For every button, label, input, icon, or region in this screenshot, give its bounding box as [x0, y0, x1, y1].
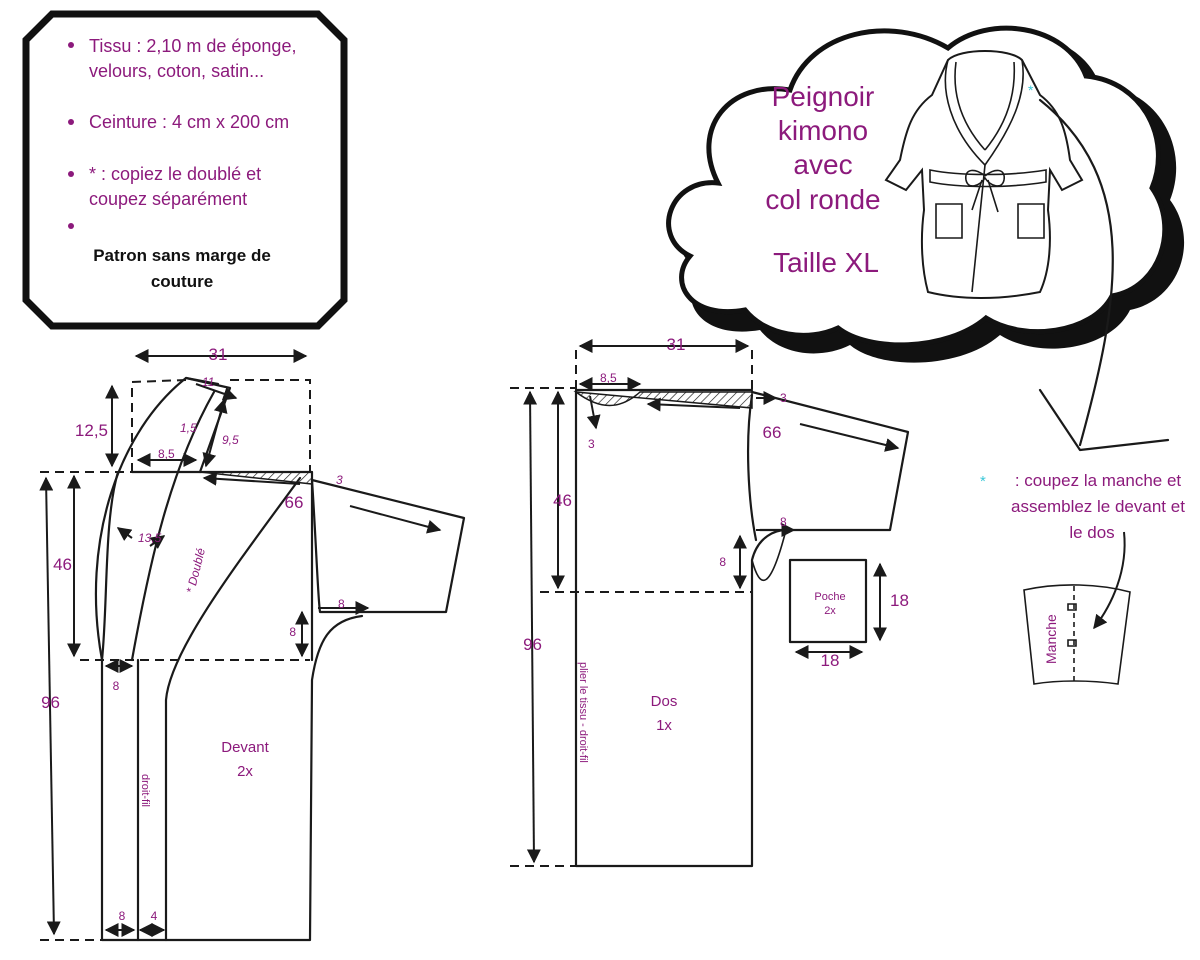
- sleeve-diagram: Manche: [1023, 584, 1131, 685]
- accent-star: *: [980, 473, 986, 490]
- doubled-label: * Doublé: [183, 546, 208, 594]
- cloud-title-line: kimono: [778, 115, 868, 146]
- back-pattern: 31 8,5 3 3 66 46 96 8 8 Dos 1x plier le …: [510, 335, 910, 868]
- dim-label: 18: [821, 651, 840, 670]
- piece-count: 2x: [237, 763, 253, 780]
- cloud-title-line: avec: [793, 149, 852, 180]
- dim-label: 4: [151, 909, 158, 923]
- info-item: Ceinture : 4 cm x 200 cm: [89, 112, 289, 132]
- front-pattern: 31 12,5 11 1,5 9,5 8,5 3 66 13,5 46 96 8…: [39, 345, 466, 942]
- piece-count: 1x: [656, 717, 672, 734]
- piece-count: 2x: [824, 605, 836, 617]
- fold-label: plier le tissu - droit-fil: [577, 662, 589, 763]
- title-cloud: Peignoir kimono avec col ronde Taille XL…: [666, 25, 1185, 363]
- sleeve-label: Manche: [1043, 614, 1059, 664]
- dim-label: 3: [588, 437, 595, 451]
- side-note-line: le dos: [1069, 523, 1114, 542]
- bullet-icon: [68, 119, 74, 125]
- info-box: Tissu : 2,10 m de éponge, velours, coton…: [22, 10, 348, 330]
- piece-name: Poche: [814, 591, 845, 603]
- info-item: Tissu : 2,10 m de éponge,: [89, 36, 296, 56]
- dim-label: 31: [209, 345, 228, 364]
- dim-label: 3: [336, 473, 343, 487]
- dim-label: 46: [53, 555, 72, 574]
- no-seam-note: couture: [151, 272, 213, 291]
- dim-label: 96: [41, 693, 60, 712]
- dim-label: 8: [113, 679, 120, 693]
- bullet-icon: [68, 171, 74, 177]
- dim-label: 8: [338, 597, 345, 611]
- cloud-title-line: col ronde: [765, 184, 880, 215]
- piece-name: Dos: [651, 693, 678, 710]
- dim-label: 46: [553, 491, 572, 510]
- piece-name: Devant: [221, 739, 269, 756]
- arrow-head-icon: [1038, 388, 1170, 452]
- dim-label: 8: [119, 909, 126, 923]
- info-item: coupez séparément: [89, 189, 247, 209]
- callout-arrow: [1038, 98, 1114, 447]
- cloud-title-line: Peignoir: [772, 81, 875, 112]
- dim-label: 13,5: [138, 531, 162, 545]
- dim-label: 8,5: [600, 371, 617, 385]
- dim-label: 66: [285, 493, 304, 512]
- dim-label: 8,5: [158, 447, 175, 461]
- side-note-line: : coupez la manche et: [1015, 471, 1182, 490]
- dim-label: 9,5: [222, 433, 239, 447]
- side-note: * : coupez la manche et assemblez le dev…: [980, 471, 1185, 630]
- dim-label: 1,5: [180, 421, 197, 435]
- dim-label: 31: [667, 335, 686, 354]
- no-seam-note: Patron sans marge de: [93, 246, 271, 265]
- dim-label: 11: [202, 375, 214, 389]
- pocket-pattern: Poche 2x 18 18: [788, 558, 909, 670]
- dim-label: 3: [780, 391, 787, 405]
- accent-star: *: [1028, 82, 1034, 98]
- dim-label: 96: [523, 635, 542, 654]
- bathrobe-icon: [884, 50, 1084, 299]
- dim-label: 18: [890, 591, 909, 610]
- dim-label: 12,5: [75, 421, 108, 440]
- size-label: Taille XL: [773, 247, 879, 278]
- side-note-line: assemblez le devant et: [1011, 497, 1185, 516]
- dim-label: 8: [289, 625, 296, 639]
- info-item: velours, coton, satin...: [89, 61, 264, 81]
- dim-label: 66: [763, 423, 782, 442]
- dim-label: 8: [719, 555, 726, 569]
- grain-label: droit-fil: [139, 774, 151, 807]
- callout-arrow: [1093, 531, 1126, 630]
- info-item: * : copiez le doublé et: [89, 164, 261, 184]
- dim-label: 8: [780, 515, 787, 529]
- bullet-icon: [68, 42, 74, 48]
- bullet-icon: [68, 223, 74, 229]
